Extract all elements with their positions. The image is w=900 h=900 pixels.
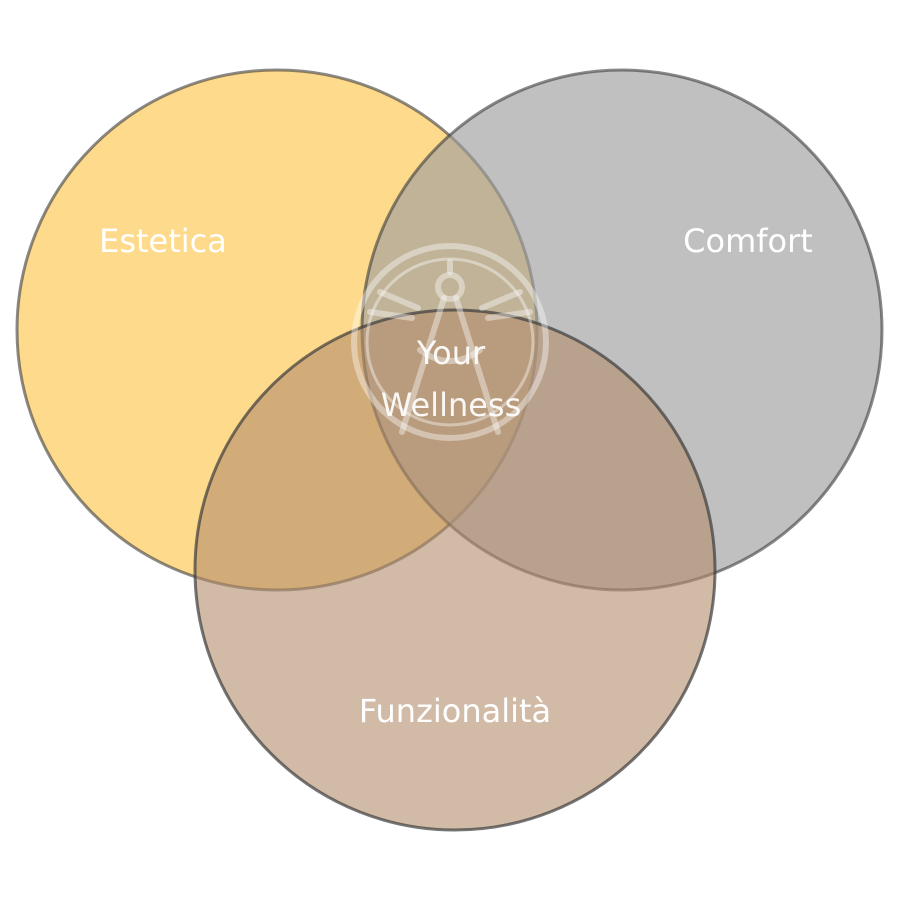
label-estetica: Estetica (99, 222, 227, 260)
center-label-line1: Your (416, 334, 486, 372)
center-label-line2: Wellness (381, 386, 522, 424)
label-funzionalita: Funzionalità (359, 692, 551, 730)
compass-wheel-logo (351, 243, 549, 441)
label-comfort: Comfort (683, 222, 813, 260)
circle-funzionalita (193, 308, 717, 832)
